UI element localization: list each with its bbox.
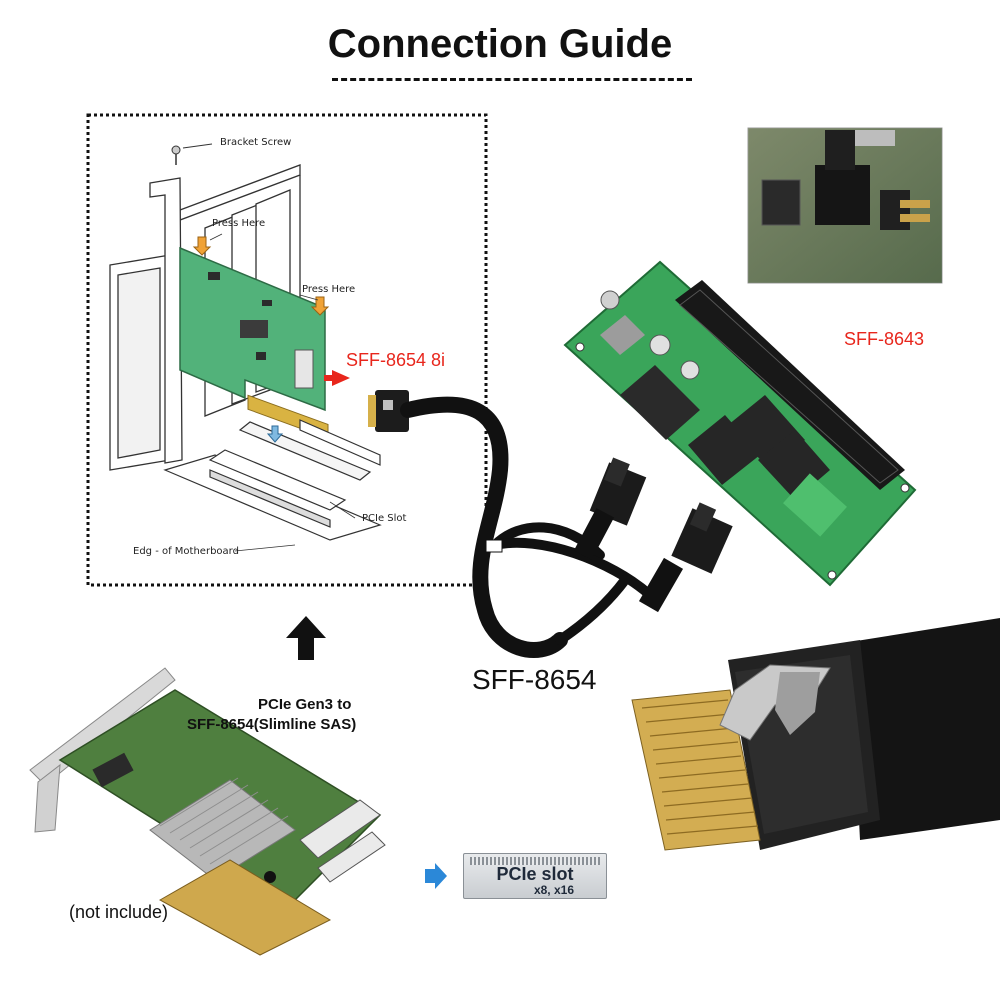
title-underline — [332, 78, 692, 81]
sff8643-label: SFF-8643 — [844, 329, 925, 349]
card-caption-line1: PCIe Gen3 to — [258, 696, 352, 713]
sff8643-plug-1 — [573, 457, 647, 560]
up-arrow — [286, 616, 326, 660]
connector-red-arrow — [324, 370, 350, 386]
bracket-screw-drawing — [171, 143, 213, 165]
press-here-label-2: Press Here — [302, 284, 356, 295]
diagram-motherboard — [163, 419, 382, 541]
small-sff8654-connector — [368, 390, 409, 432]
not-include-note: (not include) — [69, 902, 169, 922]
slot-arrow — [266, 425, 284, 443]
pcie-slot-label: PCIe Slot — [362, 513, 407, 524]
press-arrow-1 — [192, 236, 212, 256]
bracket-screw-label: Bracket Screw — [220, 137, 292, 148]
slot-badge-arrow — [425, 863, 447, 889]
sff8643-plug-2 — [638, 502, 733, 613]
press-arrow-2 — [310, 296, 330, 316]
card-bracket — [149, 177, 183, 464]
edge-of-motherboard-label: Edg - of Motherboard — [133, 546, 239, 557]
install-diagram-frame — [86, 113, 488, 587]
y-cable — [400, 396, 655, 658]
cable-clip — [485, 539, 503, 553]
sff8654-cable-label: SFF-8654 — [472, 664, 597, 695]
raid-card-photo — [29, 667, 386, 956]
motherboard-photo-inset — [747, 127, 943, 284]
slot-badge-title: PCIe slot — [496, 864, 574, 884]
sff8654-8i-label: SFF-8654 8i — [346, 350, 446, 370]
slot-pins — [470, 857, 600, 865]
page-title: Connection Guide — [327, 22, 673, 66]
pcie-slot-badge: PCIe slot x8, x16 — [463, 853, 607, 899]
card-caption-line2: SFF-8654(Slimline SAS) — [187, 716, 357, 733]
slot-badge-sizes: x8, x16 — [533, 883, 574, 897]
sff8643-adapter-board — [563, 260, 917, 587]
press-here-label-1: Press Here — [212, 218, 266, 229]
sff8654-closeup-connector — [631, 618, 1000, 851]
